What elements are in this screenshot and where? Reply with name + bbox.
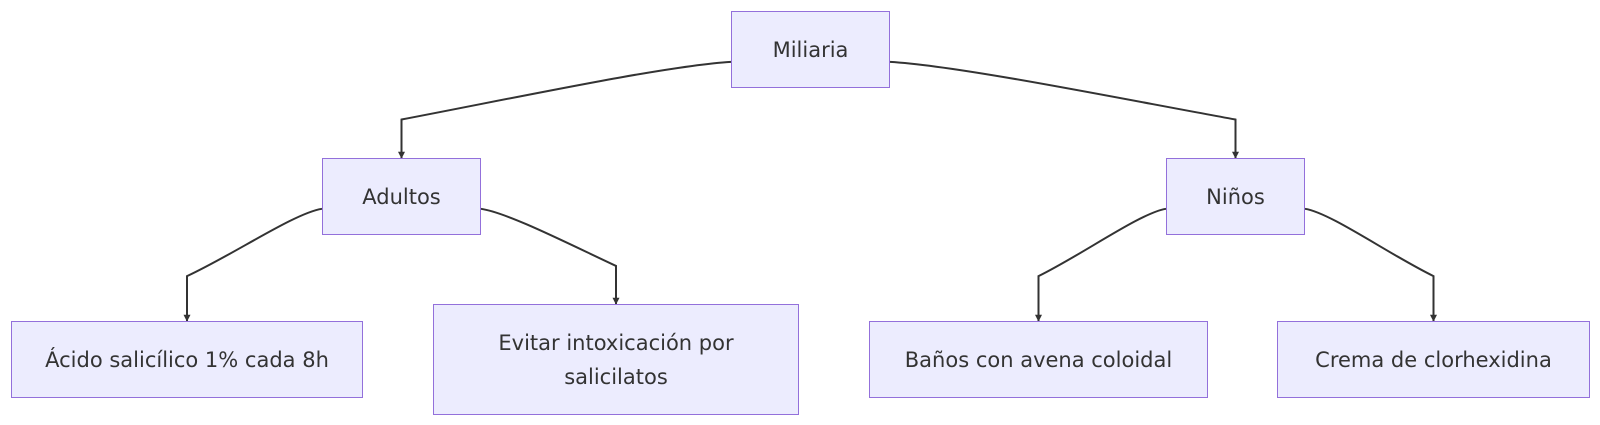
node-miliaria: Miliaria bbox=[731, 11, 890, 88]
node-label: Niños bbox=[1206, 184, 1265, 209]
node-crema-clorhexidina: Crema de clorhexidina bbox=[1277, 321, 1590, 398]
node-adultos: Adultos bbox=[322, 158, 481, 235]
node-label: Evitar intoxicación por salicilatos bbox=[498, 330, 734, 389]
edge-adultos-to-evitar bbox=[480, 207, 620, 305]
node-label: Miliaria bbox=[772, 37, 849, 62]
node-acido-salicilico: Ácido salicílico 1% cada 8h bbox=[11, 321, 363, 398]
edge-root-to-ninos bbox=[889, 60, 1239, 159]
node-ninos: Niños bbox=[1166, 158, 1305, 235]
edge-ninos-to-crema bbox=[1304, 207, 1437, 322]
node-label: Adultos bbox=[362, 184, 441, 209]
node-label: Baños con avena coloidal bbox=[904, 347, 1173, 372]
node-label: Ácido salicílico 1% cada 8h bbox=[45, 347, 329, 372]
node-label: Crema de clorhexidina bbox=[1315, 347, 1552, 372]
edge-ninos-to-banos bbox=[1035, 207, 1167, 322]
node-banos-avena: Baños con avena coloidal bbox=[869, 321, 1208, 398]
edge-root-to-adultos bbox=[398, 60, 732, 159]
node-evitar-intoxicacion: Evitar intoxicación por salicilatos bbox=[433, 304, 799, 415]
edge-adultos-to-acido bbox=[183, 207, 323, 322]
